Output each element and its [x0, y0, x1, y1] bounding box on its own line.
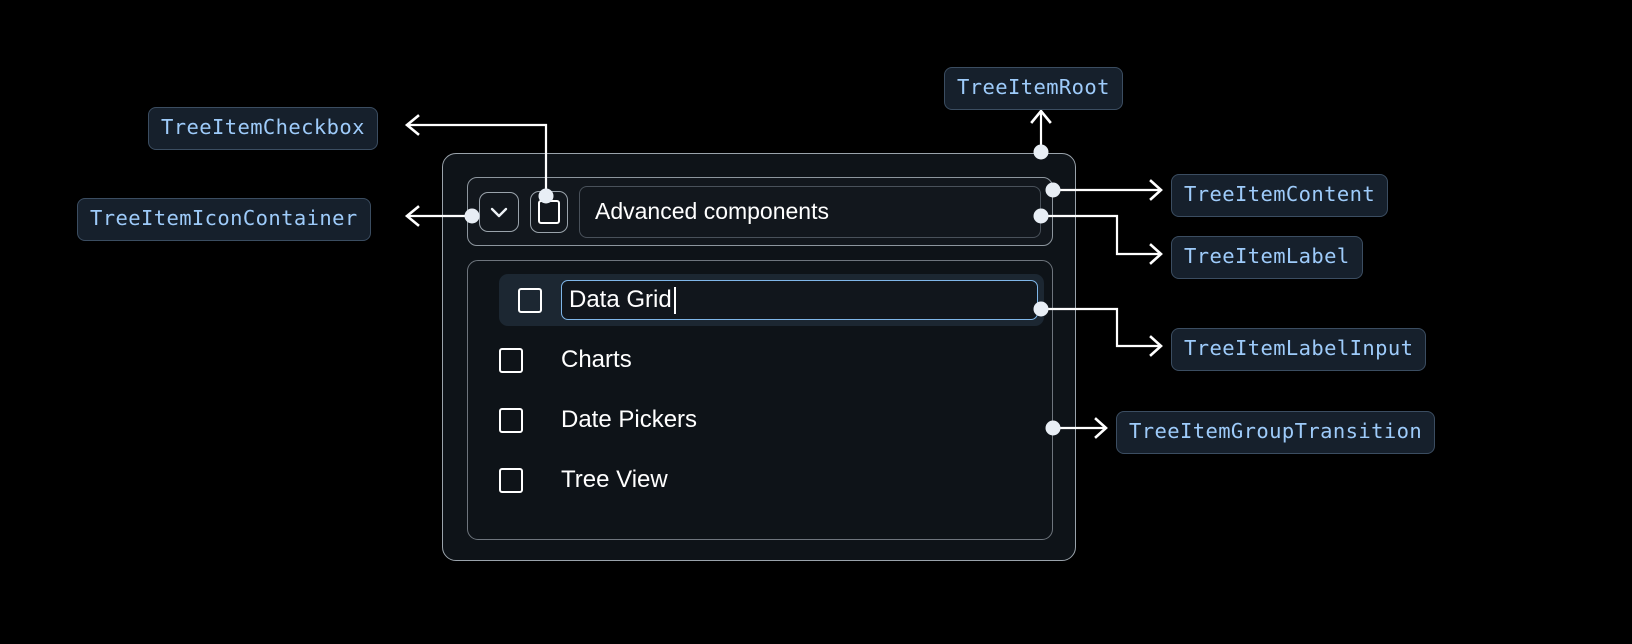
arrowhead-label-input	[1149, 335, 1163, 357]
tree-item-label-input[interactable]: Data Grid	[561, 280, 1038, 320]
annotation-tree-item-label-input: TreeItemLabelInput	[1171, 328, 1427, 371]
tree-item-child-row[interactable]: Date Pickers	[468, 394, 1052, 446]
tree-item-label-input-value: Data Grid	[569, 286, 672, 313]
tree-item-icon-container[interactable]	[479, 191, 519, 232]
annotation-tree-item-group-transition: TreeItemGroupTransition	[1116, 411, 1436, 454]
tree-item-child-label: Charts	[561, 346, 632, 373]
tree-item-label[interactable]: Advanced components	[579, 185, 1041, 238]
text-caret	[673, 286, 676, 314]
arrowhead-content	[1149, 179, 1163, 201]
annotation-tree-item-root: TreeItemRoot	[944, 67, 1123, 110]
arrowhead-label	[1149, 243, 1163, 265]
checkbox-box-icon	[499, 407, 523, 433]
tree-item-child-row[interactable]: Tree View	[468, 454, 1052, 506]
arrowhead-checkbox	[404, 114, 420, 136]
tree-item-checkbox-child[interactable]	[499, 467, 523, 493]
tree-item-root[interactable]: Advanced components Data Grid Charts	[442, 153, 1076, 561]
annotation-tree-item-content: TreeItemContent	[1171, 174, 1389, 217]
annotation-tree-item-checkbox: TreeItemCheckbox	[148, 107, 378, 150]
annotation-tree-item-icon-container: TreeItemIconContainer	[77, 198, 371, 241]
tree-item-checkbox-child[interactable]	[499, 407, 523, 433]
arrowhead-group-transition	[1094, 417, 1108, 439]
checkbox-box-icon	[499, 347, 523, 373]
tree-item-child-row[interactable]: Charts	[468, 334, 1052, 386]
arrowhead-icon-container	[404, 205, 420, 227]
tree-item-child-label: Date Pickers	[561, 406, 698, 433]
tree-item-group-transition: Data Grid Charts Date Pickers	[467, 260, 1053, 540]
tree-item-checkbox[interactable]	[530, 190, 568, 233]
annotation-tree-item-label: TreeItemLabel	[1171, 236, 1363, 279]
checkbox-box-icon	[518, 287, 542, 313]
tree-item-checkbox-child[interactable]	[499, 347, 523, 373]
tree-item-child-row[interactable]: Data Grid	[499, 274, 1044, 326]
tree-item-content[interactable]: Advanced components	[467, 177, 1053, 246]
checkbox-box-icon	[499, 467, 523, 493]
tree-item-child-label: Tree View	[561, 466, 668, 493]
checkbox-box-icon	[538, 199, 560, 224]
chevron-down-icon	[486, 199, 512, 225]
arrowhead-root	[1030, 108, 1052, 124]
tree-item-label-text: Advanced components	[595, 198, 829, 224]
tree-item-checkbox-child[interactable]	[499, 287, 561, 313]
